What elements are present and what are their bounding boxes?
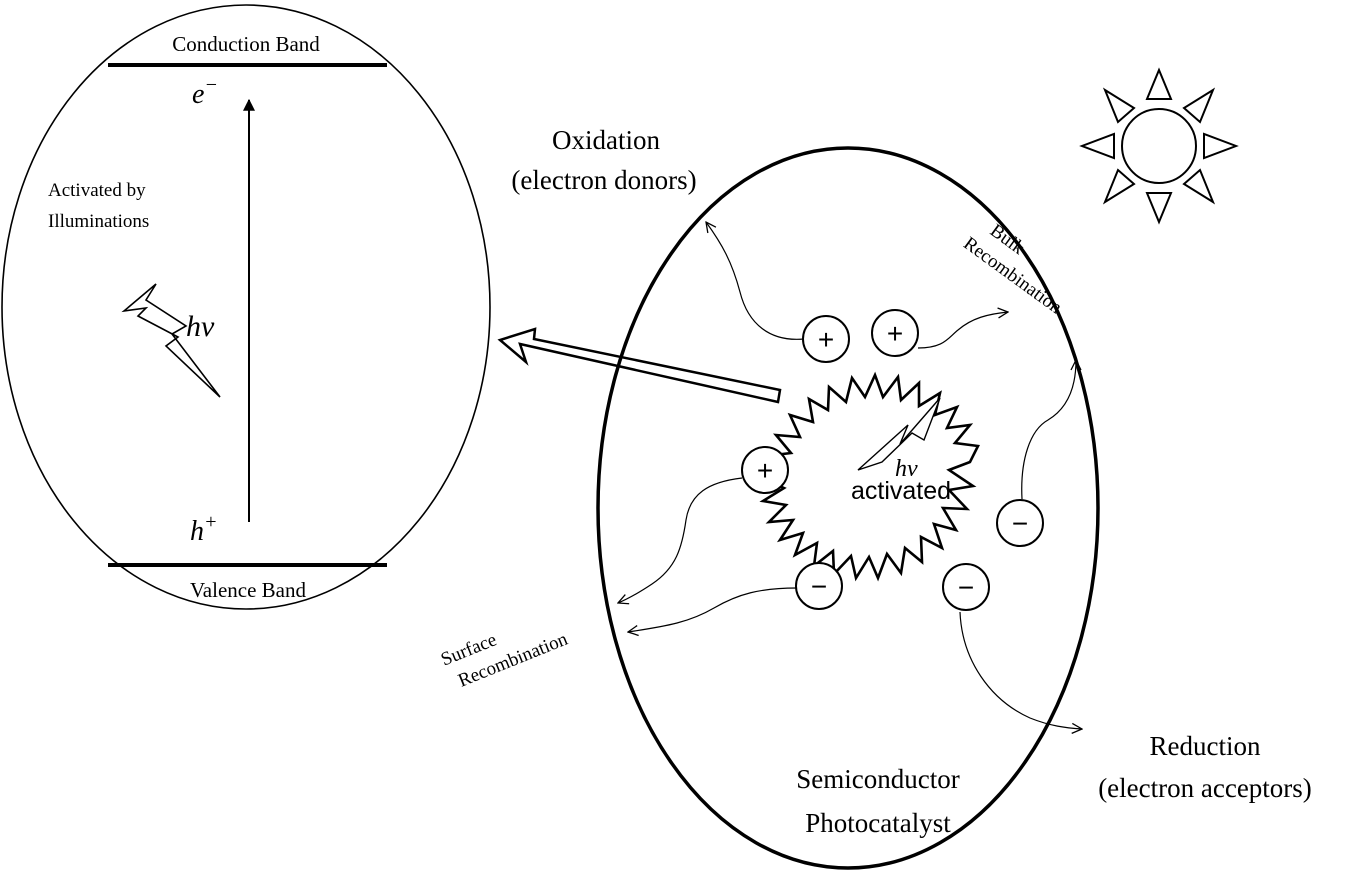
particle-lightning-icon	[857, 397, 941, 471]
particle-ellipse	[596, 146, 1100, 870]
oxidation-label-line1: Oxidation	[552, 125, 660, 155]
reduction-label-line1: Reduction	[1150, 731, 1261, 761]
oxidation-label-line2: (electron donors)	[511, 165, 696, 195]
valence-band-label: Valence Band	[190, 578, 307, 602]
electron-charge: −	[996, 499, 1044, 547]
conduction-band-label: Conduction Band	[172, 32, 320, 56]
hole-charge: +	[802, 315, 850, 363]
surface-recombination-arrow-hole	[618, 477, 743, 603]
svg-text:+: +	[887, 318, 903, 349]
activated-label-line1: Activated by	[48, 180, 146, 201]
particle-photon-label: hv	[895, 456, 918, 482]
oxidation-arrow	[706, 222, 805, 340]
bulk-recombination-label: Bulk Recombination	[959, 220, 1066, 318]
surface-recombination-arrow-electron	[628, 587, 798, 632]
svg-text:−: −	[958, 572, 974, 603]
electron-charge: −	[942, 563, 990, 611]
reduction-label-line2: (electron acceptors)	[1098, 773, 1312, 803]
hole-charge: +	[871, 309, 919, 357]
svg-text:+: +	[757, 455, 773, 486]
sun-icon	[1079, 67, 1239, 225]
svg-text:−: −	[811, 571, 827, 602]
particle-name-line1: Semiconductor	[796, 764, 959, 794]
band-diagram-ellipse	[1, 4, 491, 610]
photon-label: hv	[186, 310, 215, 343]
activated-label-line2: Illuminations	[48, 211, 149, 232]
hole-charge: +	[741, 446, 789, 494]
surface-recombination-label: Surface Recombination	[438, 629, 571, 692]
bulk-recombination-arrow-right	[1021, 360, 1076, 500]
photocatalyst-particle: hv activated + + + − − −	[596, 146, 1100, 870]
electron-charge: −	[795, 562, 843, 610]
hole-symbol: h+	[190, 511, 218, 547]
svg-text:−: −	[1012, 508, 1028, 539]
particle-name-line2: Photocatalyst	[805, 808, 951, 838]
activated-label: activated	[851, 477, 951, 505]
svg-text:+: +	[818, 324, 834, 355]
reduction-arrow	[959, 611, 1082, 729]
electron-symbol: e−	[192, 74, 218, 110]
lightning-icon	[121, 283, 221, 398]
bulk-recombination-arrow-top	[917, 312, 1008, 349]
zoom-arrow	[497, 327, 782, 404]
band-diagram: Conduction Band Valence Band e− h+ Activ…	[1, 4, 491, 610]
